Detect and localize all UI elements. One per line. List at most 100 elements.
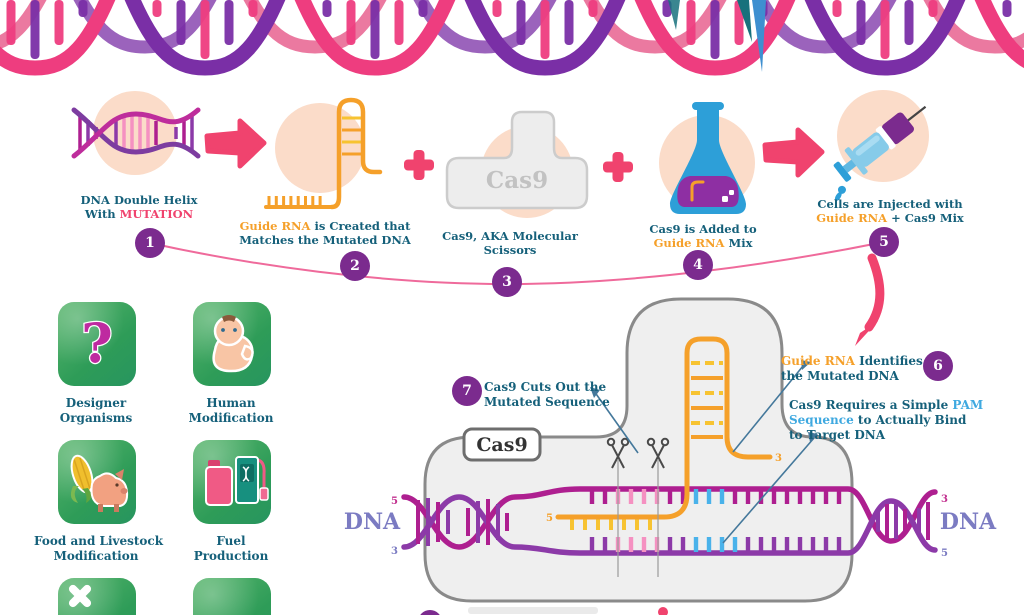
- annotation-line-guide-rna: [732, 365, 804, 453]
- guide-rna-highlight: Guide RNA: [239, 219, 311, 233]
- card-human-modification-label: Human Modification: [175, 396, 287, 425]
- guide-rna-highlight: Guide RNA: [816, 211, 888, 225]
- badge-number: 5: [879, 234, 889, 250]
- step-8-badge-cutoff: [420, 610, 440, 615]
- curved-flow-arrowhead: [855, 321, 878, 346]
- annotation-line: the Mutated DNA: [781, 369, 899, 383]
- dna-helix-rungs-right: [876, 502, 930, 540]
- step-3-label: Cas9, AKA Molecular Scissors: [435, 229, 585, 257]
- pam-annotation: Cas9 Requires a Simple PAM Sequence to A…: [789, 398, 983, 443]
- guide-rna-hairpin-rungs: [691, 361, 723, 439]
- scissors-blade-icon: [668, 0, 680, 30]
- step-2-label: Guide RNA is Created that Matches the Mu…: [235, 219, 415, 247]
- annotation-line: Identifies: [855, 354, 923, 368]
- step-2-circle-bg: [275, 103, 365, 193]
- card-designer-organisms: ?: [58, 302, 136, 386]
- step-1-circle-bg: [93, 91, 177, 175]
- step-4-line1: Cas9 is Added to: [649, 222, 757, 236]
- dna-label-right: DNA: [940, 509, 997, 535]
- step-3-line1: Cas9, AKA Molecular: [442, 229, 578, 243]
- card-fuel-production: [193, 440, 271, 524]
- step-4-badge: 4: [683, 250, 713, 280]
- cutoff-arrow-dot: [658, 607, 668, 615]
- card-food-livestock-label: Food and Livestock Modification: [34, 534, 164, 563]
- annotation-line: Mutated Sequence: [484, 395, 610, 409]
- guide-rna-strand: [555, 336, 773, 520]
- rna-5-prime-tick: 5: [546, 513, 553, 524]
- dna-helix-banner: [0, 0, 1024, 76]
- dna-label-left: DNA: [344, 509, 401, 535]
- badge-number: 1: [145, 235, 155, 251]
- flow-arrow-icon: [762, 127, 825, 178]
- scissors-blade-icon: [737, 0, 752, 42]
- annotation-arrowhead: [590, 387, 600, 398]
- scissors-icon: [646, 437, 670, 469]
- cas9-protein-icon: Cas9: [445, 110, 589, 210]
- card-human-modification: [193, 302, 271, 386]
- annotation-line: to Actually Bind: [853, 413, 967, 427]
- badge-number: 3: [502, 274, 512, 290]
- dna-strand-bottom: [401, 494, 938, 556]
- step-6-annotation: Guide RNA Identifies the Mutated DNA: [781, 354, 923, 384]
- question-mark-icon: ?: [80, 310, 114, 377]
- card-food-livestock-modification: [58, 440, 136, 524]
- card-label-line: Food and Livestock: [34, 534, 164, 548]
- card-label-line: Modification: [53, 548, 139, 563]
- step-1-label: DNA Double Helix With MUTATION: [63, 193, 215, 221]
- flask-icon: [670, 102, 746, 214]
- corn-pig-icon: [70, 454, 129, 512]
- card-fuel-production-label: Fuel Production: [175, 534, 287, 563]
- question-mark-glyph: ?: [81, 311, 113, 375]
- step-1-line1: DNA Double Helix: [80, 193, 198, 207]
- card-label-line: Designer: [65, 396, 127, 410]
- step-4-line2: Mix: [724, 236, 753, 250]
- baby-icon: [212, 315, 254, 373]
- step-1-line2: With: [84, 207, 120, 221]
- flow-arrow-icon: [204, 118, 267, 169]
- step-7-annotation: Cas9 Cuts Out the Mutated Sequence: [484, 380, 610, 410]
- cas9-icon-label: Cas9: [486, 167, 548, 194]
- dna-left-3-tick: 3: [391, 546, 398, 557]
- annotation-line: Cas9 Cuts Out the: [484, 380, 607, 394]
- scissors-icon: [606, 437, 630, 469]
- badge-number: 2: [350, 258, 360, 274]
- guide-rna-teeth: [570, 517, 652, 530]
- step-1-badge: 1: [135, 228, 165, 258]
- step-2-line2: Matches the Mutated DNA: [239, 233, 411, 247]
- cutoff-text-smudge: [468, 607, 598, 614]
- step-5-label: Cells are Injected with Guide RNA + Cas9…: [808, 197, 972, 225]
- dna-helix-icon: [71, 107, 201, 159]
- step-3-badge: 3: [492, 267, 522, 297]
- annotation-arrowhead: [808, 432, 818, 442]
- card-label-line: Modification: [188, 410, 274, 425]
- step-3-line2: Scissors: [483, 243, 537, 257]
- pam-highlight: PAM: [952, 398, 984, 412]
- step-5-line2: + Cas9 Mix: [887, 211, 964, 225]
- step-5-badge: 5: [869, 227, 899, 257]
- step-4-label: Cas9 is Added to Guide RNA Mix: [628, 222, 778, 250]
- card-disease-elimination: [58, 578, 136, 615]
- step-6-badge: 6: [923, 351, 953, 381]
- annotation-line: Cas9 Requires a Simple: [789, 398, 953, 412]
- syringe-card-icon: [193, 578, 271, 615]
- card-label-line: Organisms: [59, 410, 133, 425]
- cas9-label-box: [462, 427, 542, 462]
- scissors-blade-icon: [752, 0, 766, 72]
- dna-helix-rungs-left: [416, 498, 509, 546]
- plus-icon: [404, 150, 434, 180]
- curved-flow-arrow: [864, 253, 885, 332]
- rna-3-prime-tick: 3: [775, 453, 782, 464]
- step-7-badge: 7: [452, 376, 482, 406]
- dna-right-3-tick: 3: [941, 494, 948, 505]
- step-2-line1: is Created that: [310, 219, 411, 233]
- badge-number: 6: [933, 358, 943, 374]
- dna-left-5-tick: 5: [391, 496, 398, 507]
- plus-icon: [603, 152, 633, 182]
- badge-number: 4: [693, 257, 703, 273]
- cas9-protein-body: [423, 297, 854, 603]
- guide-rna-highlight: Guide RNA: [781, 354, 855, 368]
- badge-number: 7: [462, 383, 472, 399]
- step-2-badge: 2: [340, 251, 370, 281]
- card-label-line: Production: [193, 548, 269, 563]
